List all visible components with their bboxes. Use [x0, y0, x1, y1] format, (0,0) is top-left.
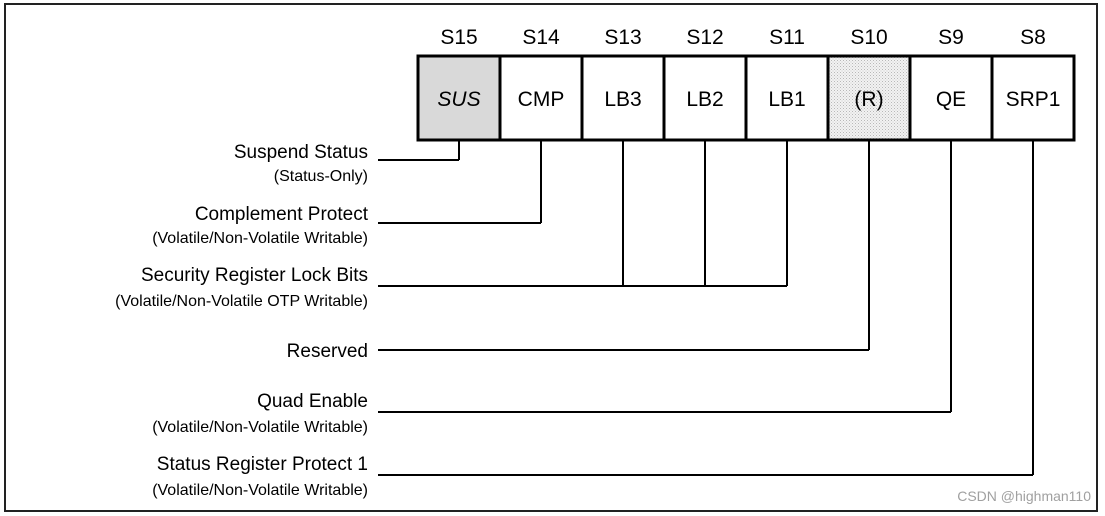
- description-label: Status Register Protect 1: [157, 454, 368, 475]
- bit-number-s8: S8: [1020, 26, 1046, 49]
- bit-name-s15: SUS: [437, 88, 480, 111]
- bit-cell-s9: [908, 54, 994, 142]
- bit-cell-s12: [662, 54, 748, 142]
- bit-number-s12: S12: [686, 26, 723, 49]
- bit-name-s12: LB2: [686, 88, 723, 111]
- description-label: Quad Enable: [257, 391, 368, 412]
- bit-name-s13: LB3: [604, 88, 641, 111]
- bit-name-s8: SRP1: [1006, 88, 1061, 111]
- description-label: Complement Protect: [195, 204, 369, 225]
- description-sublabel: (Volatile/Non-Volatile OTP Writable): [115, 293, 368, 310]
- bit-cell-s10: [826, 54, 912, 142]
- bit-name-s9: QE: [936, 88, 966, 111]
- description-label: Reserved: [287, 341, 368, 362]
- bit-name-s11: LB1: [768, 88, 805, 111]
- bit-number-s13: S13: [604, 26, 641, 49]
- bit-number-s15: S15: [440, 26, 477, 49]
- description-sublabel: (Volatile/Non-Volatile Writable): [152, 482, 368, 499]
- bit-name-s14: CMP: [518, 88, 565, 111]
- description-label: Suspend Status: [234, 142, 368, 163]
- bit-cell-s8: [990, 54, 1076, 142]
- bit-number-s10: S10: [850, 26, 887, 49]
- bit-name-s10: (R): [854, 88, 883, 111]
- description-sublabel: (Volatile/Non-Volatile Writable): [152, 419, 368, 436]
- description-sublabel: (Volatile/Non-Volatile Writable): [152, 230, 368, 247]
- description-sublabel: (Status-Only): [274, 168, 368, 185]
- bit-number-s9: S9: [938, 26, 964, 49]
- bit-number-s11: S11: [769, 26, 805, 49]
- bit-number-s14: S14: [522, 26, 560, 49]
- diagram-frame: [4, 3, 1098, 512]
- description-label: Security Register Lock Bits: [141, 265, 368, 286]
- watermark-text: CSDN @highman110: [957, 488, 1091, 504]
